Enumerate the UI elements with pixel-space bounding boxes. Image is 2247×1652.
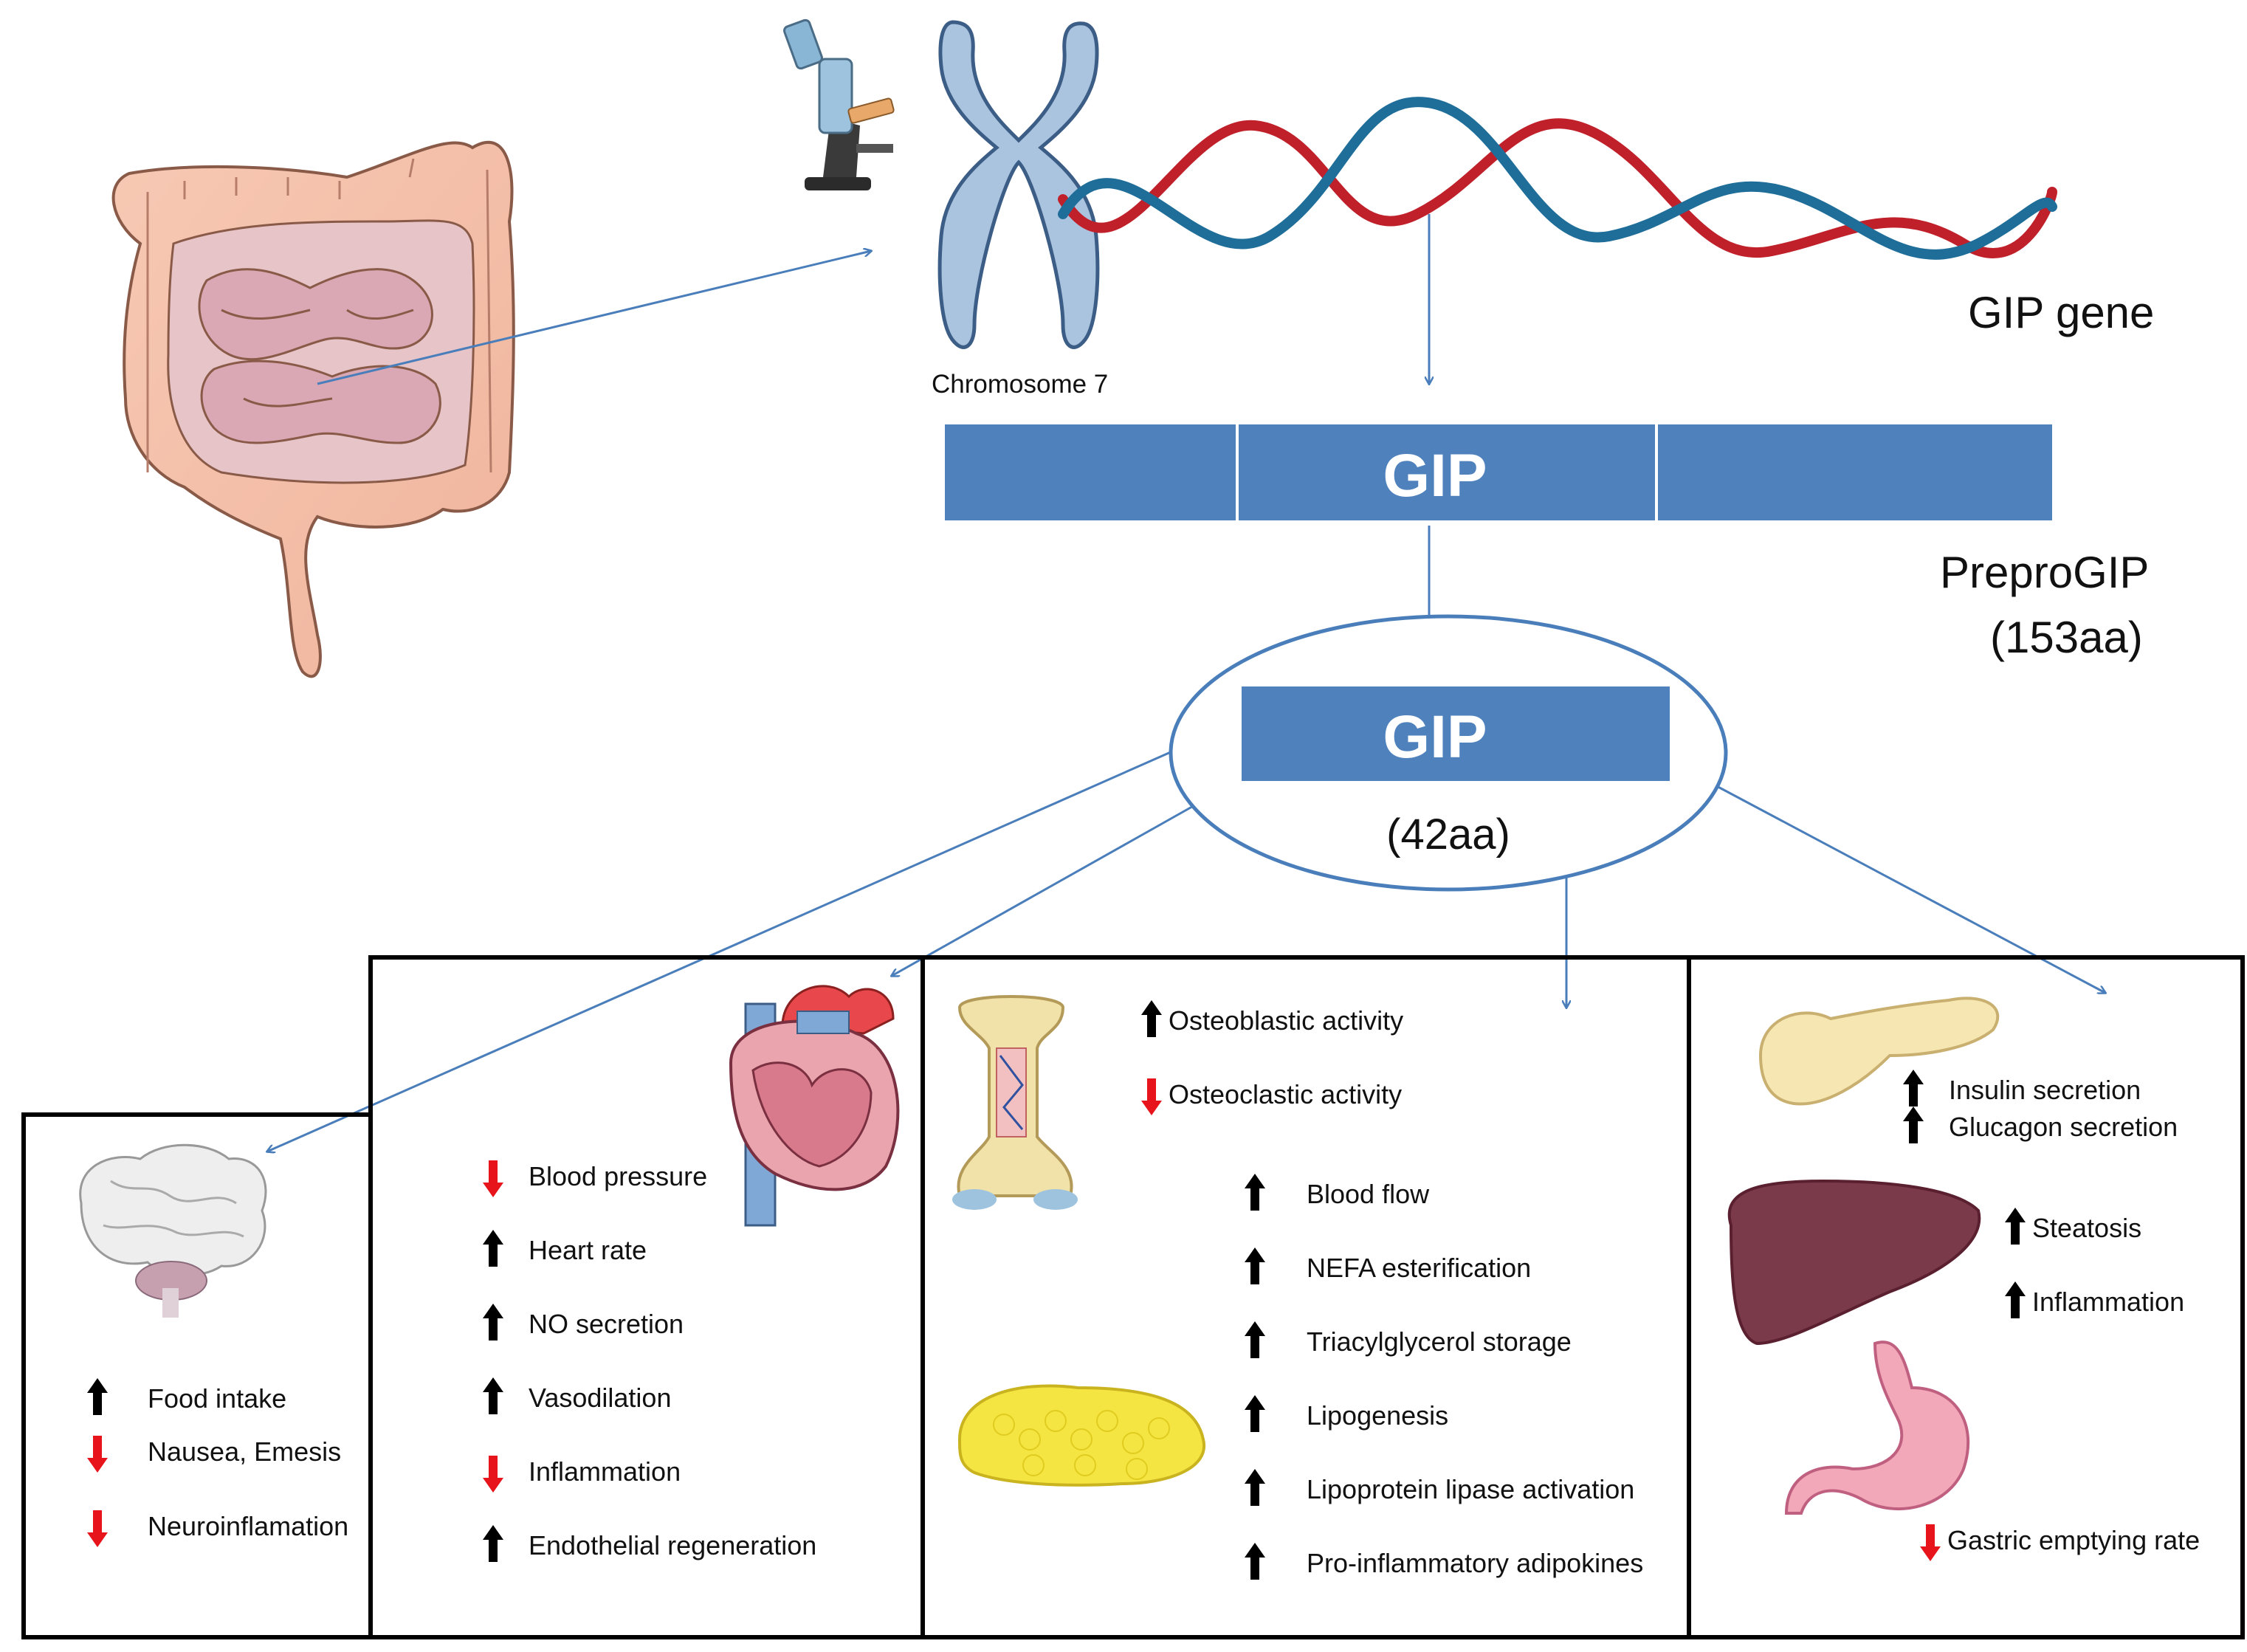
bone-icon (952, 995, 1078, 1210)
liver-up-arrow-icon (2005, 1208, 2026, 1245)
liver-effect-label: Inflammation (2032, 1287, 2184, 1317)
heart-icon (729, 985, 900, 1227)
flow-arrows (267, 214, 2105, 1152)
brain-down-arrow-icon (87, 1436, 108, 1473)
pancreas-up-arrow-icon (1903, 1107, 1924, 1143)
heart-down-arrow-icon (483, 1456, 503, 1493)
heart-effect-label: Heart rate (529, 1235, 647, 1265)
bone-effect-label: Osteoclastic activity (1169, 1079, 1402, 1109)
dna-icon (1058, 97, 2057, 260)
brain-effect-label: Food intake (148, 1383, 286, 1414)
heart-effect-label: Blood pressure (529, 1161, 707, 1191)
intestine-icon (111, 140, 515, 678)
preprogip-bar: GIP (945, 424, 2052, 520)
arrow-gip-to-brain (267, 750, 1173, 1152)
adipose-effect-label: Lipogenesis (1307, 1400, 1448, 1431)
gip-42aa-node: GIP (42aa) (1169, 614, 1728, 892)
liver-up-arrow-icon (2005, 1281, 2026, 1318)
heart-effect-label: Inflammation (529, 1456, 681, 1487)
heart-effect-label: NO secretion (529, 1309, 684, 1339)
heart-effect-label: Vasodilation (529, 1383, 671, 1413)
heart-effect-label: Endothelial regeneration (529, 1530, 816, 1560)
adipose-up-arrow-icon (1245, 1247, 1265, 1284)
adipose-up-arrow-icon (1245, 1543, 1265, 1580)
chromosome-icon (937, 20, 1100, 349)
stomach-effect-label: Gastric emptying rate (1947, 1525, 2200, 1555)
gip-length: (42aa) (1386, 810, 1510, 858)
brain-effect-label: Nausea, Emesis (148, 1436, 341, 1467)
adipose-effect-label: Lipoprotein lipase activation (1307, 1474, 1634, 1504)
adipose-up-arrow-icon (1245, 1395, 1265, 1432)
pancreas-effect-label: Insulin secretion (1949, 1075, 2141, 1105)
adipose-effect-label: Pro-inflammatory adipokines (1307, 1548, 1643, 1578)
liver-effect-label: Steatosis (2032, 1213, 2141, 1243)
heart-up-arrow-icon (483, 1377, 503, 1414)
brain-effect-label: Neuroinflamation (148, 1511, 348, 1541)
liver-icon (1727, 1179, 1981, 1346)
bone-down-arrow-icon (1141, 1078, 1162, 1115)
adipose-effect-label: NEFA esterification (1307, 1253, 1531, 1283)
adipose-up-arrow-icon (1245, 1469, 1265, 1506)
chromosome-label: Chromosome 7 (932, 370, 1108, 399)
brain-down-arrow-icon (87, 1510, 108, 1547)
panel-pancreas-liver-stomach (1687, 955, 2245, 1639)
adipose-up-arrow-icon (1245, 1174, 1265, 1211)
heart-up-arrow-icon (483, 1230, 503, 1267)
pancreas-up-arrow-icon (1903, 1070, 1924, 1107)
brain-icon (79, 1143, 267, 1318)
preprogip-length: (153aa) (1990, 613, 2143, 662)
arrow-gip-to-heart (892, 803, 1197, 976)
gip-bar-label: GIP (1383, 703, 1487, 771)
heart-down-arrow-icon (483, 1160, 503, 1197)
stomach-icon (1784, 1340, 1970, 1515)
pancreas-icon (1758, 997, 2000, 1106)
heart-up-arrow-icon (483, 1304, 503, 1340)
bone-up-arrow-icon (1141, 1000, 1162, 1037)
bone-effect-label: Osteoblastic activity (1169, 1005, 1403, 1036)
panel-frames (21, 955, 2245, 1639)
adipose-effect-label: Triacylglycerol storage (1307, 1326, 1572, 1357)
gip-gene-label: GIP gene (1968, 288, 2154, 337)
preprogip-bar-label: GIP (1383, 442, 1487, 509)
adipose-up-arrow-icon (1245, 1321, 1265, 1358)
adipose-tissue-icon (957, 1384, 1206, 1487)
stomach-down-arrow-icon (1920, 1524, 1941, 1561)
pancreas-effect-label: Glucagon secretion (1949, 1112, 2178, 1142)
arrow-intestine-to-gene (317, 251, 871, 385)
heart-up-arrow-icon (483, 1525, 503, 1562)
microscope-icon (783, 18, 895, 190)
brain-up-arrow-icon (87, 1378, 108, 1415)
adipose-effect-label: Blood flow (1307, 1179, 1430, 1209)
arrow-gip-to-pancreas-liver (1712, 782, 2105, 993)
preprogip-label: PreproGIP (1940, 548, 2149, 597)
